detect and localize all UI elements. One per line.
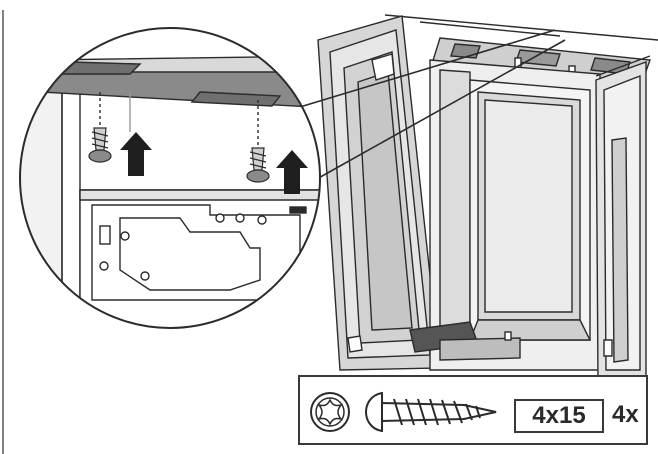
screw-right bbox=[246, 147, 270, 183]
screw-size-label: 4x15 bbox=[514, 399, 604, 433]
detail-magnifier bbox=[19, 27, 321, 329]
screw-left bbox=[88, 127, 112, 163]
appliance-illustration bbox=[317, 14, 658, 381]
arrow-up-icon bbox=[276, 150, 308, 194]
detail-zoom-lines bbox=[289, 29, 566, 181]
arrow-up-icon bbox=[120, 132, 152, 176]
wood-screw-icon bbox=[364, 391, 497, 433]
fastener-legend: 4x15 4x bbox=[298, 375, 648, 445]
screw-quantity-label: 4x bbox=[612, 401, 639, 428]
torx-drive-icon bbox=[310, 392, 350, 432]
door-handle bbox=[611, 137, 629, 363]
